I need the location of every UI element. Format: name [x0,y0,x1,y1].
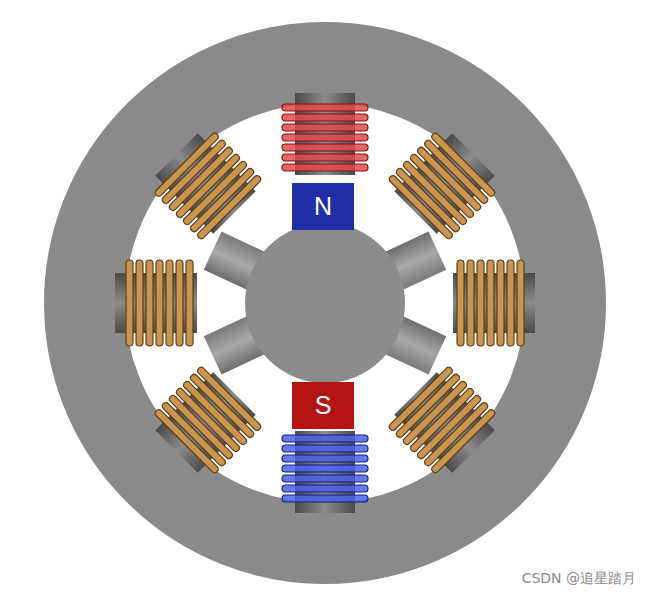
coil-winding [196,366,262,432]
north-pole-magnet: N [292,183,354,230]
pole-letter: N [314,194,332,219]
stator-pole [146,124,265,243]
coil-winding [282,465,368,472]
coil-winding [282,455,368,462]
pole-letter: S [315,393,332,418]
stator-pole [453,260,535,346]
coil-winding [517,260,524,346]
coil-winding [156,260,163,346]
rotor-hub [245,223,405,383]
south-pole-magnet: S [292,382,354,429]
coil-winding [282,154,368,161]
coil-winding [146,260,153,346]
coil-winding [126,260,133,346]
coil-winding [487,260,494,346]
stator-pole [385,363,504,482]
coil-winding [282,104,368,111]
stator-pole [146,363,265,482]
coil-winding [189,167,255,233]
coil-winding [136,260,143,346]
coil-winding [395,373,461,439]
coil-winding [282,134,368,141]
coil-winding [282,435,368,442]
coil-winding [282,475,368,482]
coil-winding [282,445,368,452]
coil-winding [282,124,368,131]
coil-winding [395,167,461,233]
coil-winding [196,174,262,240]
coil-winding [166,260,173,346]
coil-winding [176,260,183,346]
coil-winding [477,260,484,346]
stator-pole [115,260,197,346]
coil-winding [388,366,454,432]
coil-winding [457,260,464,346]
coil-winding [507,260,514,346]
stator-coils [115,93,535,513]
watermark: CSDN @追星踏月 [522,570,636,588]
coil-winding [282,144,368,151]
stator-ring [85,63,566,544]
coil-winding [388,174,454,240]
coil-winding [497,260,504,346]
coil-winding [282,495,368,502]
coil-winding [467,260,474,346]
coil-winding [282,114,368,121]
coil-winding [282,164,368,171]
coil-winding [186,260,193,346]
stator-pole [282,431,368,513]
coil-winding [282,485,368,492]
stator-pole [385,124,504,243]
coil-winding [189,373,255,439]
stator-pole [282,93,368,175]
